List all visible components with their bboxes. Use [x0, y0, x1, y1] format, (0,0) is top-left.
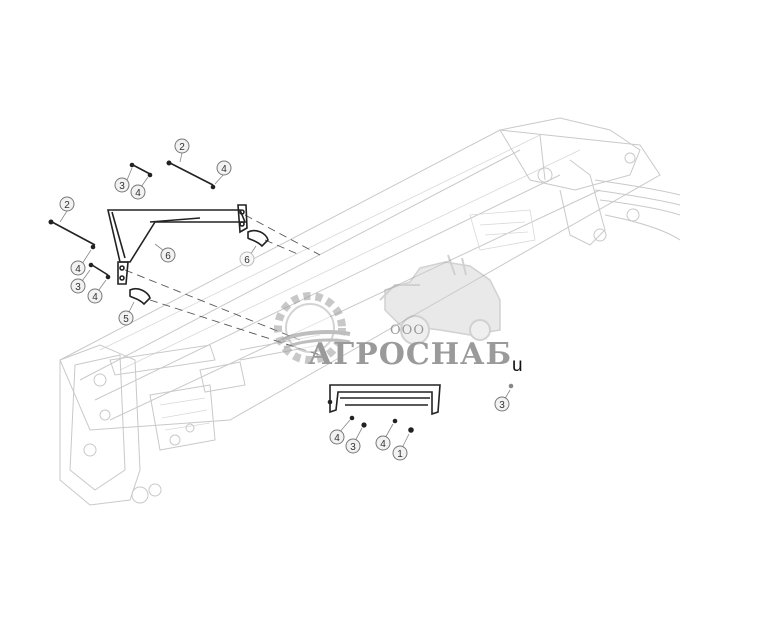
callout-5-clip: 5: [118, 310, 134, 326]
callout-2-left: 2: [59, 196, 75, 212]
callout-3-lower: 3: [345, 438, 361, 454]
callout-1-nut: 1: [392, 445, 408, 461]
svg-text:4: 4: [380, 439, 386, 450]
callout-2-upper: 2: [174, 138, 190, 154]
callout-3-mid-left: 3: [70, 278, 86, 294]
svg-text:4: 4: [135, 188, 141, 199]
lower-bracket: [329, 384, 441, 416]
svg-text:5: 5: [123, 314, 129, 325]
svg-text:4: 4: [221, 164, 227, 175]
svg-text:2: 2: [64, 200, 70, 211]
callout-4-lower-left: 4: [329, 429, 345, 445]
svg-text:6: 6: [244, 255, 250, 266]
long-bolts: [48, 160, 214, 246]
svg-text:6: 6: [165, 251, 171, 262]
callout-4-upper-right: 4: [216, 160, 232, 176]
support-bracket: [106, 204, 248, 285]
callout-3-right: 3: [494, 396, 510, 412]
svg-text:4: 4: [75, 264, 81, 275]
callout-6-faded: 6: [239, 251, 255, 267]
watermark-prefix: ООО: [390, 323, 425, 338]
clamp-clips: [129, 229, 269, 306]
callout-4-mid: 4: [87, 288, 103, 304]
harvester-icon: [379, 254, 501, 345]
svg-text:3: 3: [75, 282, 81, 293]
callout-3-upper-left: 3: [114, 177, 130, 193]
callout-4-upper-left: 4: [130, 184, 146, 200]
watermark-logo: ООО АГРОСНАБ u: [274, 254, 523, 376]
callout-4-lower-right: 4: [375, 435, 391, 451]
gear-icon: [274, 292, 351, 364]
callout-6-bracket: 6: [160, 247, 176, 263]
svg-text:1: 1: [397, 449, 403, 460]
svg-text:4: 4: [92, 292, 98, 303]
svg-text:4: 4: [334, 433, 340, 444]
small-hardware: [88, 162, 514, 433]
watermark-trailing-char: u: [512, 355, 523, 376]
svg-text:3: 3: [119, 181, 125, 192]
callout-4-mid-left: 4: [70, 260, 86, 276]
svg-text:3: 3: [499, 400, 505, 411]
callouts: 2 4 3 4 2 6 6 4: [59, 138, 511, 461]
header-frame-ghost: [59, 117, 681, 506]
svg-text:3: 3: [350, 442, 356, 453]
svg-text:2: 2: [179, 142, 185, 153]
watermark-company-name: АГРОСНАБ: [308, 337, 512, 372]
